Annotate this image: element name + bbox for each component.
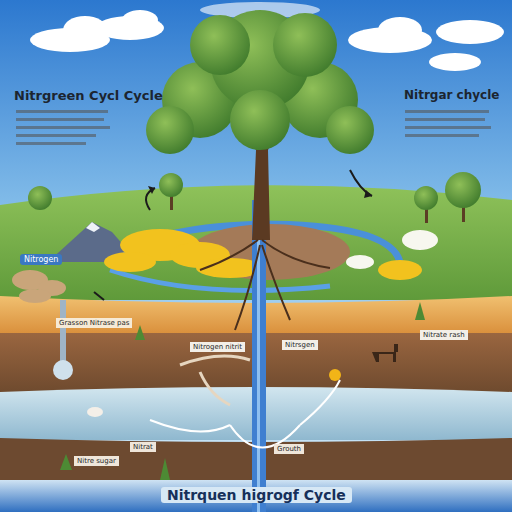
part-label: Nitrogen bbox=[20, 254, 62, 265]
diagram-caption: Nitrquen higrogf Cycle bbox=[161, 487, 352, 503]
part-label: Nitrat bbox=[130, 442, 156, 452]
part-label: Grouth bbox=[274, 444, 304, 454]
part-label: Nitre sugar bbox=[74, 456, 119, 466]
part-label: Grasson Nitrase pas bbox=[56, 318, 132, 328]
diagram-title: Nitrgreen Cycl Cycle bbox=[14, 88, 163, 103]
part-label: Nitrogen nitrit bbox=[190, 342, 245, 352]
part-label: Nitrsgen bbox=[282, 340, 318, 350]
part-label: Nitrate rash bbox=[420, 330, 468, 340]
section-heading: Nitrgar chycle bbox=[404, 88, 499, 102]
